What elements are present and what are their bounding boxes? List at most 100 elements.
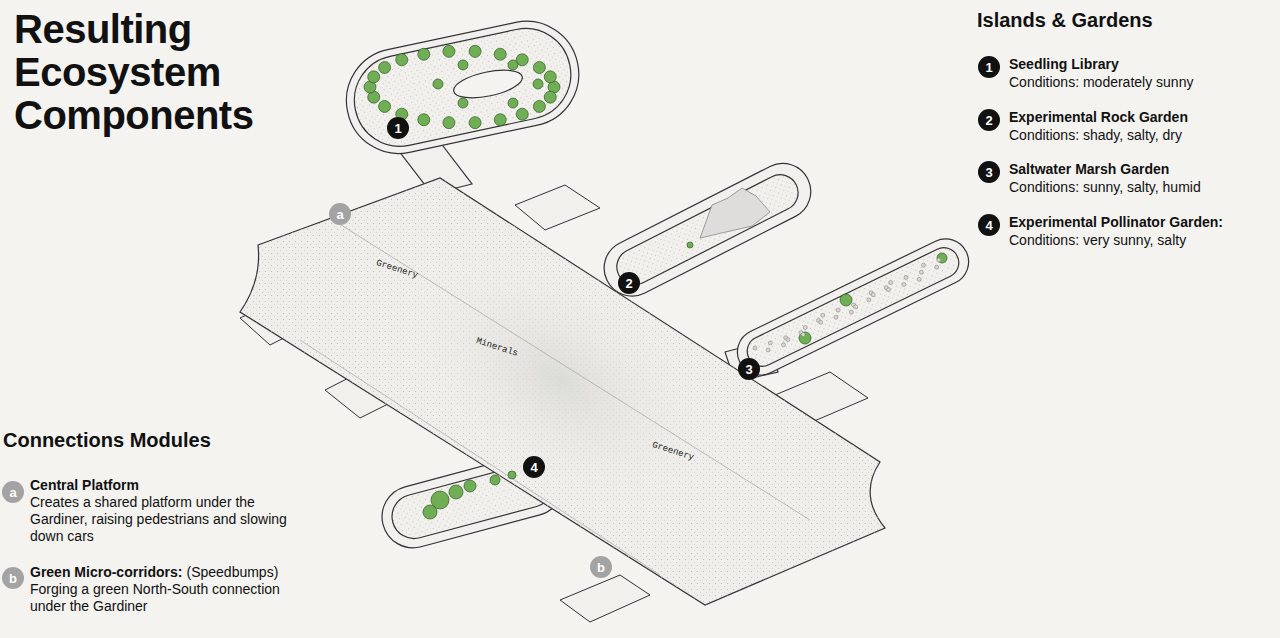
item-conditions: Conditions: moderately sunny <box>1009 74 1274 91</box>
pebble <box>821 313 825 317</box>
area-label: Minerals <box>475 336 519 360</box>
seedling-library-island <box>337 12 589 164</box>
callout-number: 3 <box>978 161 1000 183</box>
pebble <box>786 338 790 342</box>
plant <box>533 62 545 74</box>
plant <box>464 480 476 492</box>
plant <box>508 60 518 70</box>
plant <box>379 100 391 112</box>
plant <box>458 98 468 108</box>
marsh-garden-bed <box>742 243 964 372</box>
callout-letter: b <box>590 556 612 578</box>
plant <box>418 114 430 126</box>
pebble <box>917 277 921 281</box>
pebble <box>819 320 823 324</box>
pebble <box>753 346 757 350</box>
item-conditions: Conditions: very sunny, salty <box>1009 232 1274 249</box>
pebble <box>766 348 770 352</box>
pebble <box>889 281 893 285</box>
item-conditions: Conditions: shady, salty, dry <box>1009 127 1274 144</box>
plant <box>508 471 516 479</box>
plant <box>840 294 852 306</box>
plant <box>458 60 468 70</box>
platform-seam <box>300 340 660 575</box>
pebble <box>803 325 807 329</box>
rock <box>700 188 770 238</box>
pebble <box>871 293 875 297</box>
item-note: (Speedbumps) <box>186 564 278 581</box>
rock-garden-island <box>594 154 820 306</box>
plant <box>469 45 481 57</box>
pebble <box>849 310 853 314</box>
callout-letter: a <box>329 203 351 225</box>
inner-oval <box>451 65 524 103</box>
item-title: Seedling Library <box>1009 56 1119 73</box>
plant <box>544 71 556 83</box>
rock-garden-bed <box>611 169 805 291</box>
pebble <box>937 258 941 262</box>
section-heading: Islands & Gardens <box>977 8 1153 32</box>
plant <box>490 475 500 485</box>
item-description: Forging a green North-South connection u… <box>30 581 315 615</box>
plant <box>443 45 455 57</box>
plant <box>687 242 693 248</box>
pebble <box>782 343 786 347</box>
item-title: Saltwater Marsh Garden <box>1009 161 1169 178</box>
section-heading: Connections Modules <box>3 428 211 452</box>
plant <box>423 505 437 519</box>
item-description: Creates a shared platform under the Gard… <box>30 494 315 544</box>
area-label: Greenery <box>375 258 419 282</box>
plants <box>364 45 947 519</box>
callout-number: 3 <box>738 358 760 380</box>
pebble <box>854 305 858 309</box>
seedling-library-bed <box>346 20 579 155</box>
area-label: Greenery <box>651 440 695 464</box>
green-strip <box>560 575 650 622</box>
plant <box>418 48 430 60</box>
pebble <box>935 265 939 269</box>
pebble <box>922 263 926 267</box>
plant <box>379 62 391 74</box>
pebble <box>902 282 906 286</box>
plant <box>533 79 543 89</box>
pebble <box>904 275 908 279</box>
plant <box>544 91 556 103</box>
central-platform <box>240 178 885 605</box>
item-title: Experimental Rock Garden <box>1009 109 1188 126</box>
plant <box>396 54 408 66</box>
plant <box>494 48 506 60</box>
plant <box>443 117 455 129</box>
marsh-garden-island <box>730 231 977 383</box>
page-title: Resulting Ecosystem Components <box>14 8 294 138</box>
pebble <box>919 270 923 274</box>
minerals-area <box>341 184 780 575</box>
item-title: Green Micro-corridors: <box>30 564 182 581</box>
item-title: Central Platform <box>30 477 139 494</box>
callout-number: 4 <box>978 214 1000 236</box>
plant <box>449 485 463 499</box>
callout-number: 2 <box>618 272 640 294</box>
callout-number: 2 <box>978 109 1000 131</box>
plant <box>508 98 518 108</box>
callout-number: 1 <box>387 117 409 139</box>
item-conditions: Conditions: sunny, salty, humid <box>1009 179 1274 196</box>
plant <box>433 79 443 89</box>
green-strip <box>515 185 600 230</box>
pebble <box>836 308 840 312</box>
callout-number: 1 <box>978 56 1000 78</box>
platform-seam <box>330 218 810 520</box>
pebble <box>887 288 891 292</box>
pebble <box>867 298 871 302</box>
platform-outline <box>240 178 885 605</box>
plant <box>494 114 506 126</box>
platform-texture <box>240 178 885 605</box>
callout-letter: a <box>2 481 24 503</box>
callout-letter: b <box>2 567 24 589</box>
plant <box>469 117 481 129</box>
plant <box>937 253 947 263</box>
plant <box>368 71 380 83</box>
pebble <box>801 333 805 337</box>
plant <box>516 108 528 120</box>
pebble <box>768 341 772 345</box>
item-title: Experimental Pollinator Garden: <box>1009 214 1223 231</box>
